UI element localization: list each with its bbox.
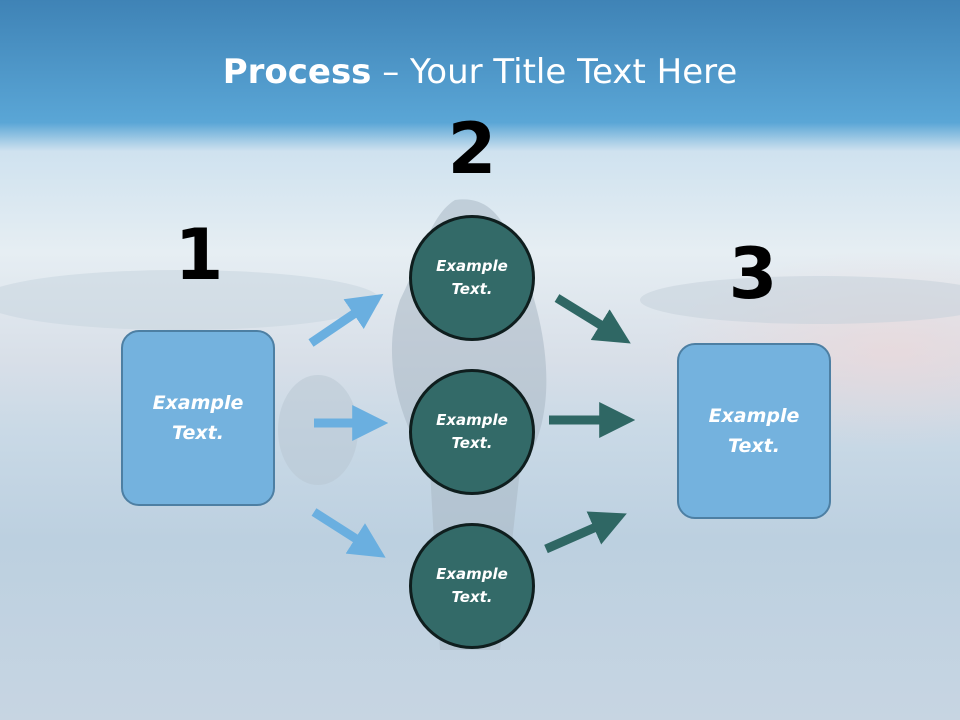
step-1-text: Example Text. xyxy=(152,392,244,444)
step-2-circle-bottom: Example Text. xyxy=(409,523,535,649)
arrow-top-to-3 xyxy=(554,294,631,344)
step-2-text-middle: Example Text. xyxy=(436,411,508,452)
step-1-box: Example Text. xyxy=(121,330,275,506)
arrow-1-to-bottom xyxy=(311,508,386,558)
step-3-text: Example Text. xyxy=(708,405,800,457)
step-number-1: 1 xyxy=(174,214,224,296)
arrow-1-to-top xyxy=(308,293,384,347)
title-bold: Process xyxy=(222,52,372,92)
step-number-2: 2 xyxy=(447,108,497,190)
step-2-text-top: Example Text. xyxy=(436,257,508,298)
step-2-circle-middle: Example Text. xyxy=(409,369,535,495)
step-3-box: Example Text. xyxy=(677,343,831,519)
step-2-circle-top: Example Text. xyxy=(409,215,535,341)
arrow-bottom-to-3 xyxy=(544,511,627,554)
page-title: Process – Your Title Text Here xyxy=(0,52,960,92)
step-number-3: 3 xyxy=(728,233,778,315)
title-rest: – Your Title Text Here xyxy=(371,52,738,92)
step-2-text-bottom: Example Text. xyxy=(436,565,508,606)
